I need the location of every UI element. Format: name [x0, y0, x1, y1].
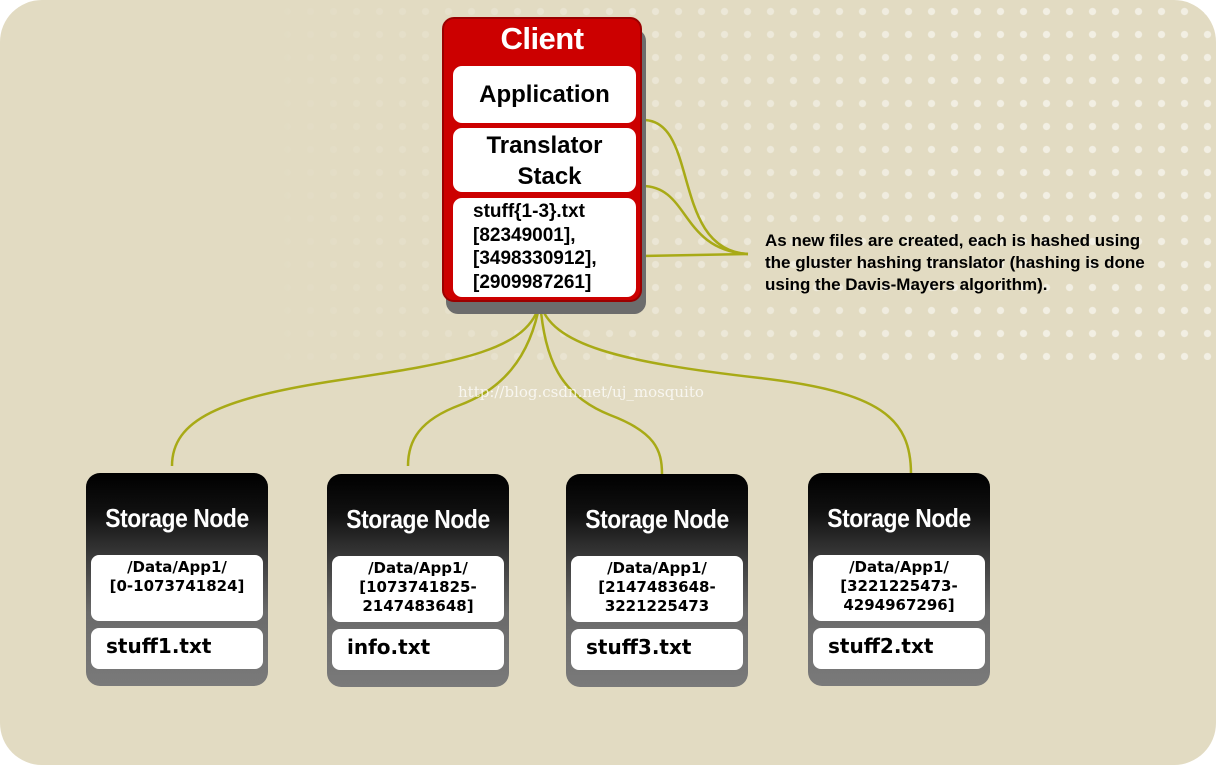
storage-node-path: /Data/App1/ [0-1073741824]: [91, 555, 263, 621]
path-line: 4294967296]: [843, 596, 955, 614]
storage-node-2: Storage Node /Data/App1/ [1073741825- 21…: [327, 474, 509, 687]
hash-line: stuff{1-3}.txt: [473, 201, 585, 222]
storage-node-path: /Data/App1/ [3221225473- 4294967296]: [813, 555, 985, 621]
storage-node-file: stuff1.txt: [91, 628, 263, 669]
connector-node-1: [170, 301, 542, 467]
annotation-line: As new files are created, each is hashed…: [765, 231, 1141, 250]
client-title: Client: [500, 21, 584, 56]
connector-node-2: [406, 301, 542, 467]
translator-stack-box: Translator Stack: [453, 128, 636, 192]
translator-label-line1: Translator: [486, 132, 603, 159]
path-line: /Data/App1/: [607, 559, 707, 577]
annotation-brace-mid: [641, 184, 749, 256]
storage-node-path: /Data/App1/ [1073741825- 2147483648]: [332, 556, 504, 622]
storage-node-title: Storage Node: [105, 503, 249, 533]
hashing-annotation: As new files are created, each is hashed…: [765, 230, 1205, 296]
application-box: Application: [453, 66, 636, 123]
hash-line: [3498330912],: [473, 248, 597, 269]
path-line: [0-1073741824]: [109, 577, 245, 595]
annotation-line: the gluster hashing translator (hashing …: [765, 253, 1145, 272]
connector-node-4: [538, 301, 913, 475]
translator-label-line2: Stack: [517, 163, 582, 190]
storage-node-file: info.txt: [332, 629, 504, 670]
annotation-brace-top: [641, 118, 749, 256]
storage-node-3: Storage Node /Data/App1/ [2147483648- 32…: [566, 474, 748, 687]
storage-node-4: Storage Node /Data/App1/ [3221225473- 42…: [808, 473, 990, 686]
client-block: Client Application Translator Stack stuf…: [442, 17, 642, 302]
storage-node-file: stuff2.txt: [813, 628, 985, 669]
connector-node-3: [538, 301, 664, 475]
path-line: /Data/App1/: [849, 558, 949, 576]
path-line: [3221225473-: [840, 577, 958, 595]
path-line: [2147483648-: [598, 578, 716, 596]
storage-node-1: Storage Node /Data/App1/ [0-1073741824] …: [86, 473, 268, 686]
storage-node-file: stuff3.txt: [571, 629, 743, 670]
storage-node-title: Storage Node: [346, 504, 490, 534]
storage-node-path: /Data/App1/ [2147483648- 3221225473: [571, 556, 743, 622]
watermark: http://blog.csdn.net/uj_mosquito: [458, 383, 704, 401]
path-line: 3221225473: [604, 597, 710, 615]
hash-line: [2909987261]: [473, 271, 592, 293]
path-line: /Data/App1/: [368, 559, 468, 577]
path-line: 2147483648]: [362, 597, 474, 615]
annotation-line: using the Davis-Mayers algorithm).: [765, 275, 1048, 294]
hash-values-box: stuff{1-3}.txt [82349001], [3498330912],…: [453, 198, 636, 297]
hash-line: [82349001],: [473, 224, 576, 246]
storage-node-title: Storage Node: [585, 504, 729, 534]
storage-node-title: Storage Node: [827, 503, 971, 533]
annotation-brace-bottom: [641, 252, 749, 258]
path-line: [1073741825-: [359, 578, 477, 596]
path-line: /Data/App1/: [127, 558, 227, 576]
